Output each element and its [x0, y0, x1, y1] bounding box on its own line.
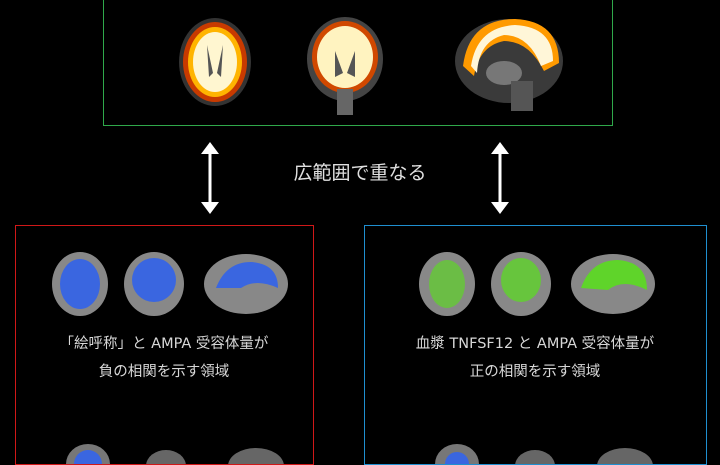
green-brain-maps [419, 252, 655, 316]
green-brain-maps-lower [435, 444, 653, 464]
overlap-label: 広範囲で重なる [293, 162, 427, 184]
double-arrow-left-icon [201, 142, 219, 214]
double-arrow-right-icon [491, 142, 509, 214]
right-label-line2: 正の相関を示す領域 [469, 364, 601, 380]
negative-correlation-panel: 「絵呼称」と AMPA 受容体量が 負の相関を示す領域 [15, 225, 314, 465]
blue-brain-maps-lower [66, 444, 284, 464]
left-label-line1: 「絵呼称」と AMPA 受容体量が [59, 336, 269, 352]
left-label-line2: 負の相関を示す領域 [98, 364, 230, 380]
right-label-line1: 血漿 TNFSF12 と AMPA 受容体量が [415, 336, 655, 352]
blue-brain-maps [52, 252, 288, 316]
ampa-receptor-map-panel [103, 0, 613, 126]
positive-correlation-panel: 血漿 TNFSF12 と AMPA 受容体量が 正の相関を示す領域 [364, 225, 707, 465]
axial-brain-heatmap [179, 18, 251, 106]
coronal-brain-heatmap [307, 17, 383, 115]
sagittal-brain-heatmap [455, 19, 563, 111]
